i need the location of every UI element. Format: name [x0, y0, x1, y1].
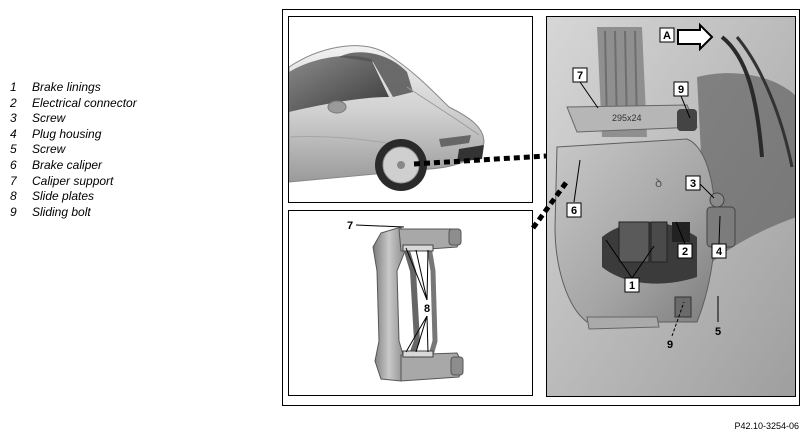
caliper-support-panel [288, 210, 533, 396]
caliper-support-illustration [372, 226, 464, 382]
brake-caliper-panel: ꝺ [546, 16, 796, 397]
figure-id: P42.10-3254-06 [734, 421, 799, 431]
svg-text:ꝺ: ꝺ [655, 176, 662, 190]
car-illustration [289, 45, 485, 191]
figure-frame [282, 9, 800, 406]
brake-caliper-illustration: ꝺ [547, 17, 795, 396]
car-panel [288, 16, 533, 203]
